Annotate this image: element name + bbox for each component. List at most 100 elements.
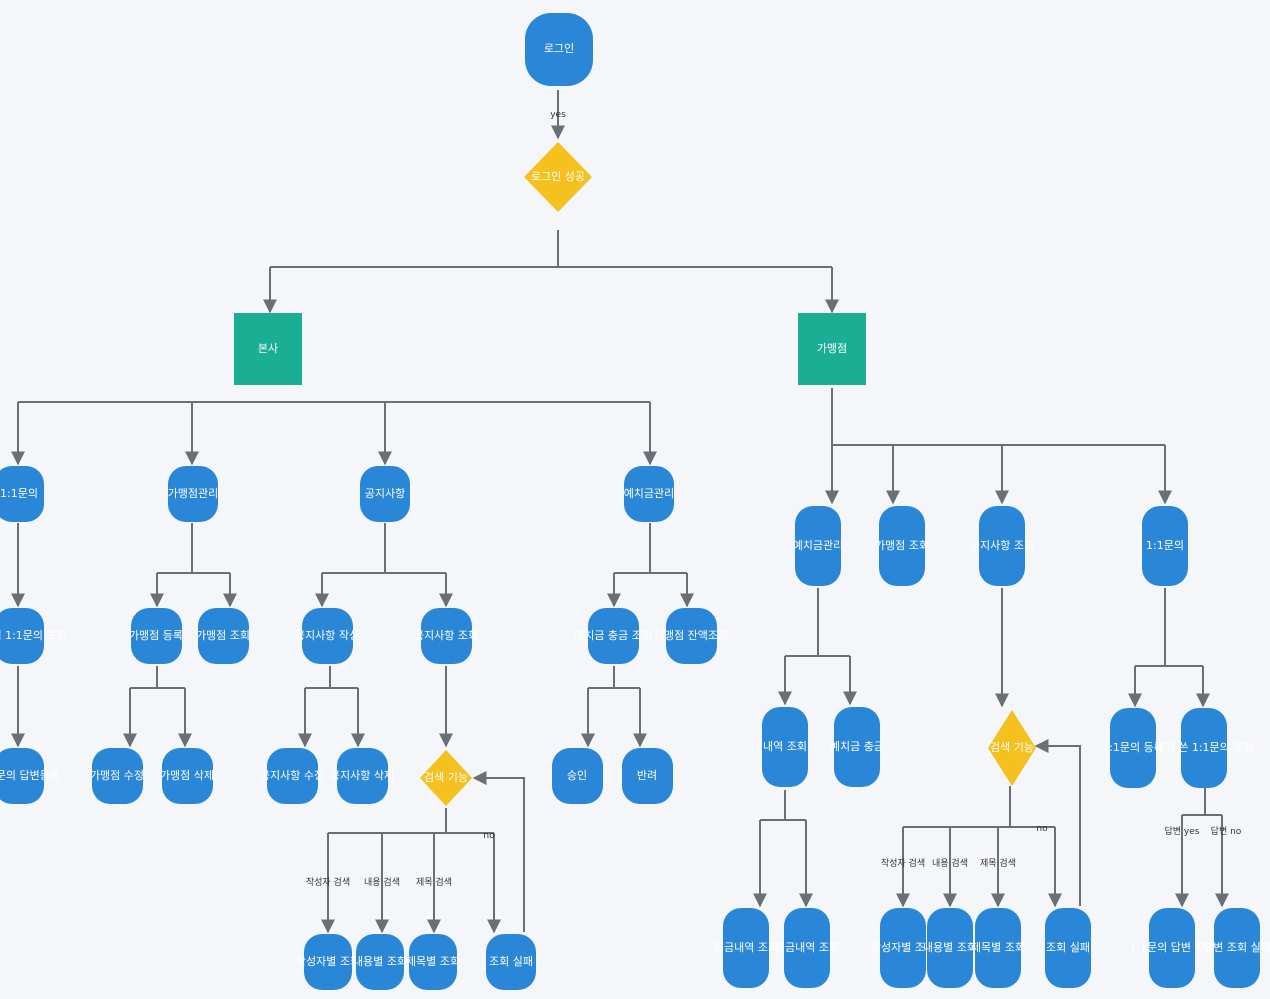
node-fr-deposit-history: 입금내역 조회 — [714, 908, 778, 988]
node-fr-store-view: 가맹점 조회 — [875, 506, 929, 586]
svg-text:작성자별 조회: 작성자별 조회 — [871, 941, 935, 954]
node-hq-search-title: 제목별 조회 — [406, 934, 460, 990]
svg-text:공지사항: 공지사항 — [365, 487, 405, 500]
node-login: 로그인 — [525, 13, 593, 86]
svg-text:가맹점관리: 가맹점관리 — [168, 487, 219, 500]
node-hq-store-delete: 가맹점 삭제 — [160, 748, 214, 804]
edge-label-fr-content: 내용 검색 — [932, 857, 968, 869]
node-hq-search-content: 내용별 조회 — [353, 934, 407, 990]
edge-labels: yes no 작성자 검색 내용 검색 제목 검색 no 작성자 검색 내용 검… — [306, 110, 1242, 888]
node-fr-search-title: 제목별 조회 — [971, 908, 1025, 988]
node-hq-reject: 반려 — [622, 748, 673, 804]
node-hq-notice-view: 공지사항 조회 — [414, 608, 478, 664]
svg-text:예치금관리: 예치금관리 — [793, 539, 844, 552]
svg-text:1:1문의: 1:1문의 — [0, 487, 38, 500]
svg-text:출금내역 조회: 출금내역 조회 — [775, 941, 839, 954]
svg-text:1:1문의 답변등록: 1:1문의 답변등록 — [0, 769, 60, 782]
svg-text:가맹점: 가맹점 — [817, 342, 847, 355]
svg-text:제목별 조회: 제목별 조회 — [971, 941, 1025, 954]
svg-text:로그인 성공: 로그인 성공 — [531, 170, 585, 183]
svg-text:예치금 충금 조회: 예치금 충금 조회 — [574, 629, 652, 642]
node-hq-notice-edit: 공지사항 수정 — [260, 748, 324, 804]
svg-text:본사: 본사 — [258, 342, 278, 355]
edge-label-fr-title: 제목 검색 — [980, 857, 1016, 869]
svg-text:공지사항 조회: 공지사항 조회 — [970, 539, 1034, 552]
svg-text:제목별 조회: 제목별 조회 — [406, 955, 460, 968]
node-fr-history: 내역 조회 — [762, 707, 808, 787]
edge-label-answer-no: 답변 no — [1211, 825, 1242, 837]
node-hq-store-view: 가맹점 조회 — [196, 608, 250, 664]
svg-text:공지사항 수정: 공지사항 수정 — [260, 769, 324, 782]
svg-text:검색 기능: 검색 기능 — [424, 771, 468, 784]
svg-text:조회 실패: 조회 실패 — [1046, 941, 1090, 954]
svg-text:내용별 조회: 내용별 조회 — [923, 941, 977, 954]
node-fr-withdraw-history: 출금내역 조회 — [775, 908, 839, 988]
node-fr-deposit-mgmt: 예치금관리 — [793, 506, 844, 586]
node-hq: 본사 — [234, 313, 302, 385]
node-fr-answer-check: 1:1문의 답변 확인 — [1129, 908, 1215, 988]
node-hq-qna-answer: 1:1문의 답변등록 — [0, 748, 60, 804]
node-fr-search: 검색 기능 — [988, 710, 1036, 786]
node-fr-search-author: 작성자별 조회 — [871, 908, 935, 988]
svg-text:검색 기능: 검색 기능 — [990, 741, 1034, 754]
node-fr-deposit-charge: 예치금 충금 — [830, 707, 884, 787]
svg-text:가맹점 수정: 가맹점 수정 — [90, 769, 144, 782]
edge-label-hq-title: 제목 검색 — [416, 876, 452, 888]
svg-text:조회 실패: 조회 실패 — [489, 955, 533, 968]
node-hq-deposit-charge: 예치금 충금 조회 — [574, 608, 652, 664]
svg-text:내가 쓴 1:1문의 조회: 내가 쓴 1:1문의 조회 — [1154, 741, 1253, 754]
svg-text:공지사항 삭제: 공지사항 삭제 — [330, 769, 394, 782]
edge-label-fr-no: no — [1036, 824, 1048, 834]
svg-text:1:1문의 등록: 1:1문의 등록 — [1102, 741, 1164, 754]
node-hq-qna: 1:1문의 — [0, 466, 44, 522]
svg-text:가맹점 조회: 가맹점 조회 — [196, 629, 250, 642]
node-fr-search-fail: 조회 실패 — [1045, 908, 1091, 988]
svg-text:공지사항 조회: 공지사항 조회 — [414, 629, 478, 642]
svg-text:내용별 조회: 내용별 조회 — [353, 955, 407, 968]
node-fr-qna-register: 1:1문의 등록 — [1102, 708, 1164, 788]
edge-fr-fail-loop — [1034, 739, 1081, 906]
node-fr-notice-view: 공지사항 조회 — [970, 506, 1034, 586]
node-hq-store-edit: 가맹점 수정 — [90, 748, 144, 804]
svg-text:가맹점 1:1문의 조회: 가맹점 1:1문의 조회 — [0, 629, 67, 642]
node-hq-approve: 승인 — [552, 748, 603, 804]
edge-label-hq-author: 작성자 검색 — [306, 876, 350, 888]
node-hq-store-register: 가맹점 등록 — [129, 608, 183, 664]
node-fr-search-content: 내용별 조회 — [923, 908, 977, 988]
node-fr-qna-my: 내가 쓴 1:1문의 조회 — [1154, 708, 1254, 788]
svg-text:입금내역 조회: 입금내역 조회 — [714, 941, 778, 954]
svg-text:내역 조회: 내역 조회 — [763, 740, 807, 753]
svg-text:1:1문의 답변 확인: 1:1문의 답변 확인 — [1129, 941, 1214, 954]
svg-text:가맹점 삭제: 가맹점 삭제 — [160, 769, 214, 782]
node-hq-qna-view: 가맹점 1:1문의 조회 — [0, 608, 67, 664]
node-login-success: 로그인 성공 — [524, 142, 592, 212]
edge-label-fr-author: 작성자 검색 — [881, 857, 925, 869]
svg-text:공지사항 작성: 공지사항 작성 — [295, 629, 359, 642]
svg-text:가맹점 조회: 가맹점 조회 — [875, 539, 929, 552]
node-hq-search-author: 작성자별 조회 — [296, 934, 360, 990]
svg-text:1:1문의: 1:1문의 — [1146, 539, 1184, 552]
edge-label-hq-content: 내용 검색 — [364, 876, 400, 888]
node-hq-notice-delete: 공지사항 삭제 — [330, 748, 394, 804]
nodes: 로그인 로그인 성공 본사 가맹점 1:1문의 가맹점관리 공지사항 예치금 — [0, 13, 1270, 990]
svg-text:예치금관리: 예치금관리 — [624, 487, 675, 500]
svg-text:반려: 반려 — [637, 769, 657, 782]
node-hq-notice: 공지사항 — [360, 466, 410, 522]
svg-text:예치금 충금: 예치금 충금 — [830, 740, 884, 753]
node-hq-store-balance: 가맹점 잔액조회 — [654, 608, 728, 664]
edge-label-hq-no: no — [483, 831, 495, 841]
node-fr-answer-fail: 답변 조회 실패 — [1203, 908, 1270, 988]
edges — [11, 90, 1229, 934]
edge-label-answer-yes: 답변 yes — [1165, 825, 1200, 837]
node-hq-search-fail: 조회 실패 — [486, 934, 536, 990]
svg-text:승인: 승인 — [567, 769, 587, 782]
svg-text:가맹점 등록: 가맹점 등록 — [129, 629, 183, 642]
edge-hq-fail-loop — [472, 771, 525, 932]
node-hq-store-mgmt: 가맹점관리 — [168, 466, 219, 522]
svg-text:가맹점 잔액조회: 가맹점 잔액조회 — [654, 629, 728, 642]
node-franchise: 가맹점 — [798, 313, 866, 385]
node-hq-search: 검색 기능 — [420, 750, 472, 806]
node-hq-deposit-mgmt: 예치금관리 — [624, 466, 675, 522]
node-fr-qna: 1:1문의 — [1142, 506, 1188, 586]
